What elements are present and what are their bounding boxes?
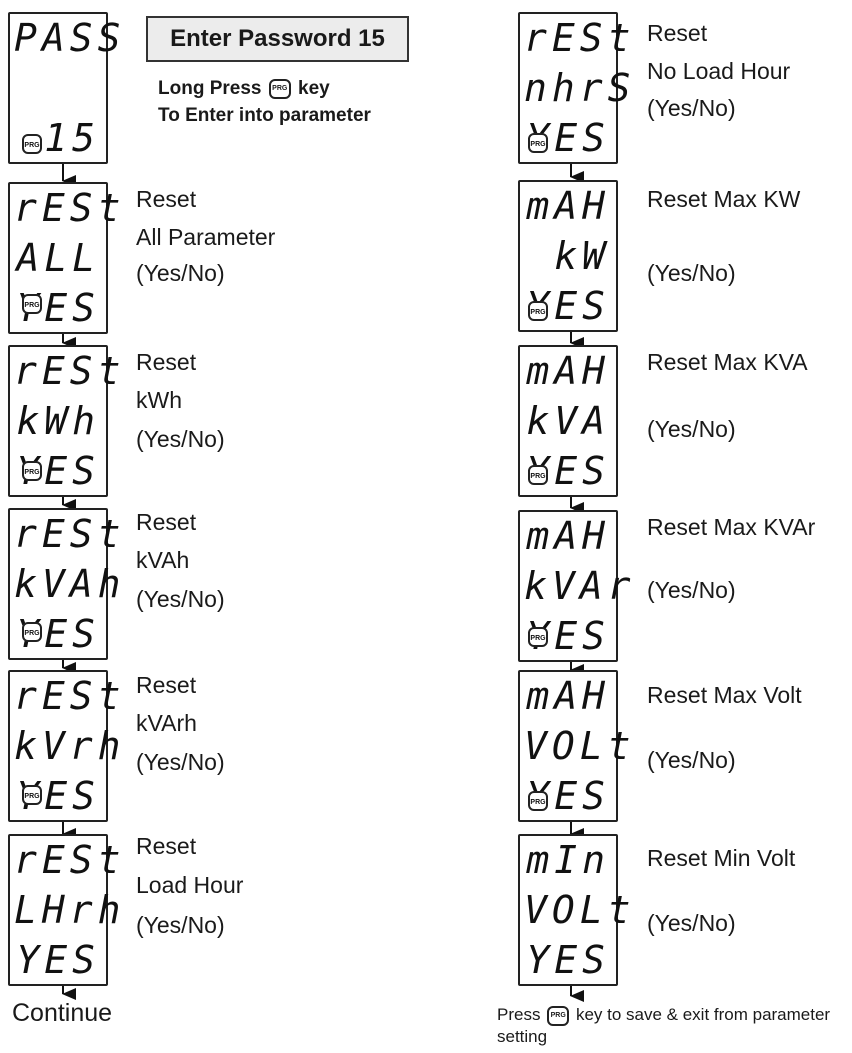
lcd-line-1: rESt [14, 512, 126, 556]
lcd-display-reset-min-volt: mIn VOLt YES [518, 834, 636, 986]
lcd-line-2: kVAh [14, 562, 126, 606]
desc-line-3: (Yes/No) [647, 747, 736, 773]
lcd-display-reset-max-kvar: mAH kVAr YES [518, 510, 636, 662]
lcd-line-2: kW [554, 234, 610, 278]
instruction-text: key [298, 78, 330, 99]
lcd-line-2: ALL [16, 236, 100, 280]
lcd-line-1: rESt [14, 674, 126, 718]
lcd-line-1: rESt [524, 16, 636, 60]
prg-key-icon: PRG [268, 78, 291, 99]
desc-line-2: Load Hour [136, 872, 244, 898]
desc-line-1: Reset Max KW [647, 186, 801, 212]
lcd-line-2: LHrh [14, 888, 126, 932]
lcd-line-2: kWh [16, 399, 100, 443]
desc-line-3: (Yes/No) [647, 95, 736, 121]
prg-key-icon: PRG [528, 301, 548, 321]
lcd-line-2: kVAr [524, 564, 636, 608]
desc-line-1: Reset [136, 833, 197, 859]
desc-line-1: Reset Max KVA [647, 349, 808, 375]
lcd-line-3: YES [526, 938, 610, 982]
lcd-line-3: 15 [44, 116, 100, 160]
lcd-line-1: mAH [526, 674, 610, 718]
prg-key-icon: PRG [22, 294, 42, 314]
lcd-line-1: mIn [526, 838, 610, 882]
prg-key-icon: PRG [528, 465, 548, 485]
desc-line-1: Reset [136, 672, 197, 698]
note-text: key to save & exit from parameter settin… [497, 1005, 831, 1046]
lcd-line-1: PASS [14, 16, 126, 60]
instruction-line-2: To Enter into parameter [158, 105, 371, 126]
desc-line-2: All Parameter [136, 224, 276, 250]
enter-password-banner: Enter Password 15 [146, 16, 409, 62]
lcd-line-2: VOLt [524, 724, 636, 768]
desc-line-3: (Yes/No) [647, 416, 736, 442]
desc-line-3: (Yes/No) [136, 426, 225, 452]
desc-line-2: kWh [136, 387, 182, 413]
desc-line-3: (Yes/No) [136, 586, 225, 612]
prg-key-icon: PRG [22, 785, 42, 805]
desc-line-1: Reset Min Volt [647, 845, 796, 871]
desc-line-3: (Yes/No) [647, 910, 736, 936]
lcd-line-1: mAH [526, 184, 610, 228]
prg-key-icon: PRG [22, 461, 42, 481]
lcd-line-1: rESt [14, 838, 126, 882]
lcd-line-1: mAH [526, 514, 610, 558]
prg-key-icon: PRG [528, 791, 548, 811]
desc-line-2: kVAh [136, 547, 190, 573]
lcd-line-2: kVA [526, 399, 610, 443]
desc-line-2: No Load Hour [647, 58, 791, 84]
lcd-line-2: nhrS [524, 66, 636, 110]
desc-line-1: Reset Max KVAr [647, 514, 816, 540]
desc-line-3: (Yes/No) [647, 577, 736, 603]
lcd-line-1: rESt [14, 186, 126, 230]
lcd-display-reset-max-volt: mAH VOLt YES [518, 670, 636, 822]
lcd-line-1: mAH [526, 349, 610, 393]
instruction-text: Long Press [158, 78, 262, 99]
desc-line-3: (Yes/No) [136, 260, 225, 286]
desc-line-1: Reset [647, 20, 708, 46]
lcd-display-reset-no-load-hour: rESt nhrS YES [518, 12, 636, 164]
instruction-line-1: Long Press PRG key [158, 77, 330, 101]
lcd-display-reset-load-hour: rESt LHrh YES [8, 834, 126, 986]
lcd-line-2: kVrh [14, 724, 126, 768]
continue-label: Continue [12, 999, 113, 1027]
lcd-line-1: rESt [14, 349, 126, 393]
final-note: Press PRG key to save & exit from parame… [497, 1004, 837, 1048]
desc-line-1: Reset [136, 186, 197, 212]
prg-key-icon: PRG [528, 627, 548, 647]
desc-line-3: (Yes/No) [647, 260, 736, 286]
lcd-line-2 [14, 66, 100, 110]
lcd-line-3: YES [16, 938, 100, 982]
desc-line-1: Reset [136, 509, 197, 535]
desc-line-1: Reset [136, 349, 197, 375]
desc-line-3: (Yes/No) [136, 749, 225, 775]
prg-key-icon: PRG [528, 133, 548, 153]
note-text: Press [497, 1005, 541, 1024]
prg-key-icon: PRG [547, 1005, 570, 1026]
desc-line-2: kVArh [136, 710, 197, 736]
prg-key-icon: PRG [22, 622, 42, 642]
prg-key-icon: PRG [22, 134, 42, 154]
lcd-line-2: VOLt [524, 888, 636, 932]
desc-line-3: (Yes/No) [136, 912, 225, 938]
desc-line-1: Reset Max Volt [647, 682, 802, 708]
